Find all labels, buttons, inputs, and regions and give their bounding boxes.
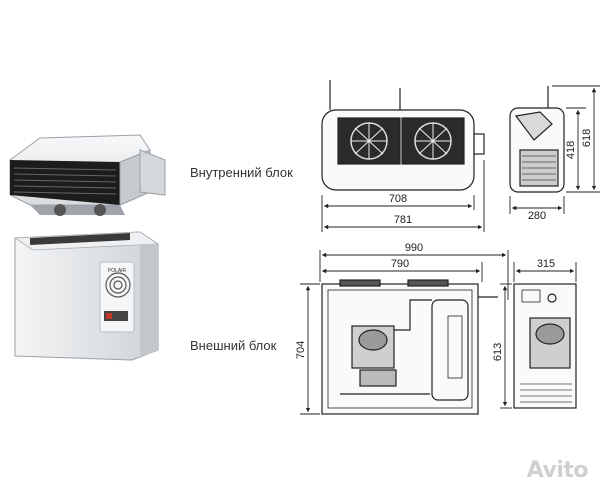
dim-indoor-total-width: 781 bbox=[394, 214, 412, 226]
fan-grille-icon bbox=[105, 272, 131, 298]
dim-outdoor-side-height: 613 bbox=[492, 343, 504, 361]
outdoor-unit-side-drawing bbox=[513, 283, 577, 409]
indoor-unit-side-drawing bbox=[509, 86, 565, 193]
badge-indicator bbox=[106, 313, 112, 319]
dim-outdoor-side-depth: 315 bbox=[537, 258, 555, 270]
indoor-unit-front-drawing bbox=[321, 80, 485, 191]
dim-indoor-side-height: 418 bbox=[565, 141, 577, 159]
fan-icon bbox=[351, 123, 451, 159]
indoor-unit-photo bbox=[9, 134, 166, 216]
dim-indoor-total-height: 618 bbox=[581, 129, 593, 147]
indoor-unit-label: Внутренний блок bbox=[190, 165, 293, 180]
outdoor-unit-label: Внешний блок bbox=[190, 338, 277, 353]
dim-outdoor-total-width: 990 bbox=[405, 242, 423, 254]
outdoor-unit-front-drawing bbox=[321, 279, 498, 415]
dim-outdoor-height: 704 bbox=[295, 341, 307, 359]
dim-indoor-front-width: 708 bbox=[389, 193, 407, 205]
dim-outdoor-body-width: 790 bbox=[391, 258, 409, 270]
brand-label: POLAIR bbox=[108, 268, 127, 274]
dim-indoor-side-depth: 280 bbox=[528, 210, 546, 222]
watermark: Avito bbox=[526, 458, 589, 483]
outdoor-unit-photo: POLAIR bbox=[13, 231, 160, 361]
